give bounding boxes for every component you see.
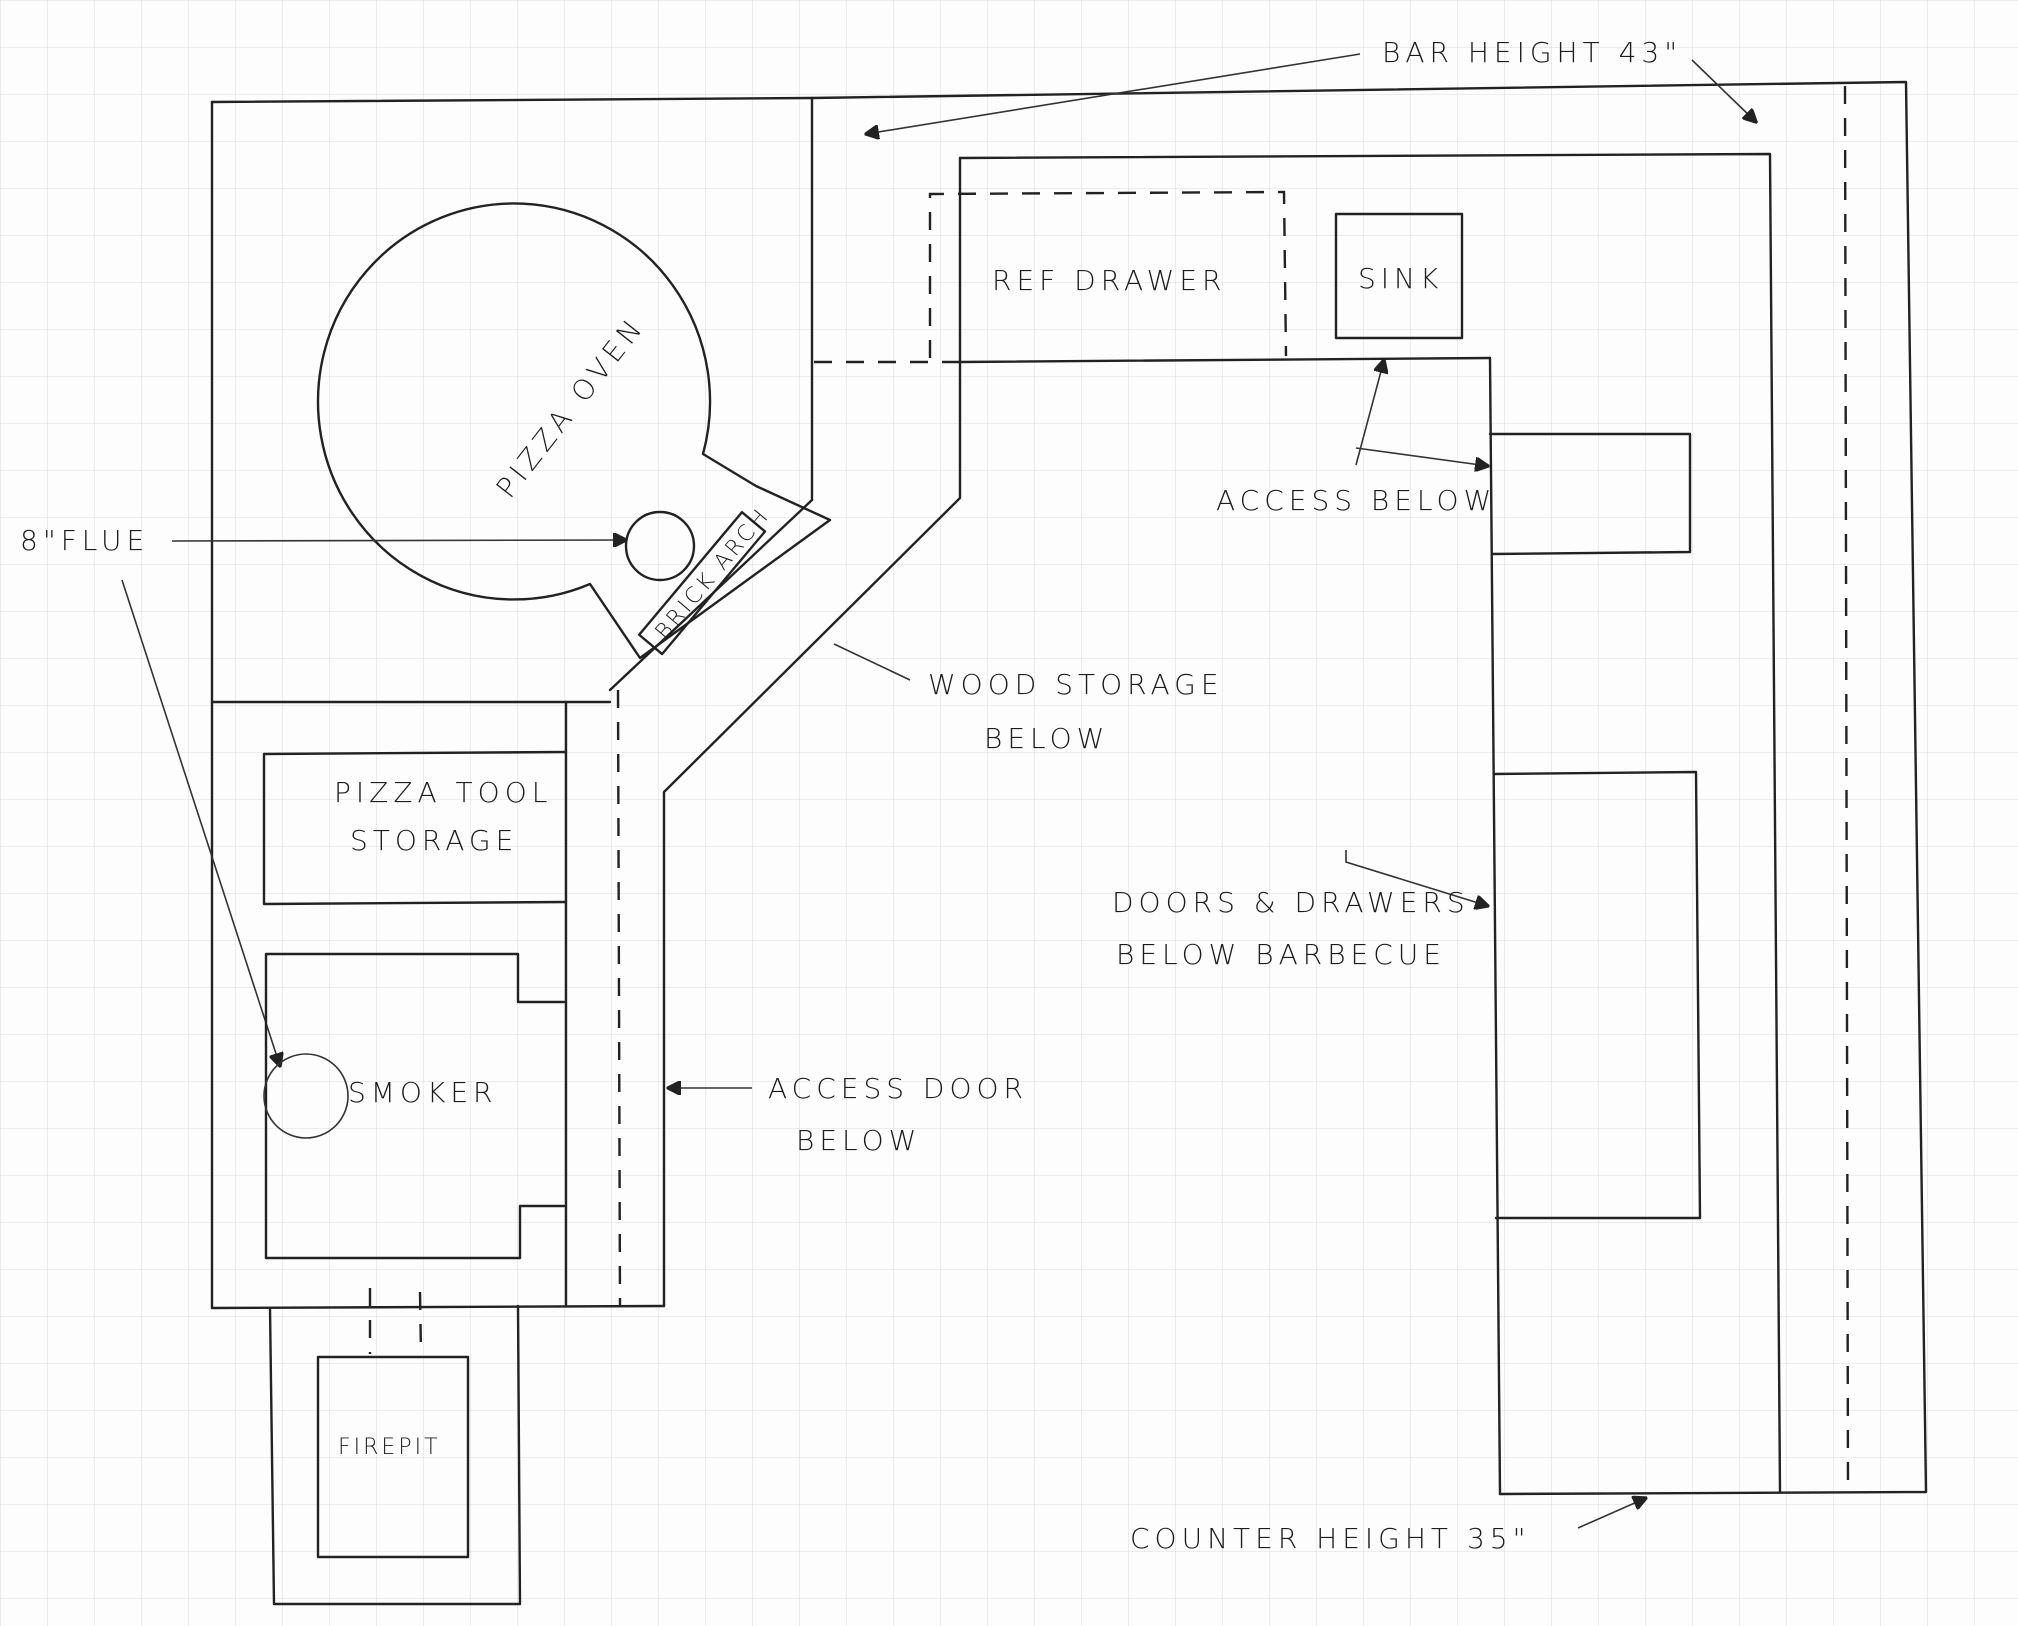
smoker: SMOKER [263, 952, 566, 1260]
barbecue-doors-drawers: DOORS & DRAWERS BELOW BARBECUE [1112, 770, 1702, 1220]
oven-wing-walls [608, 96, 1502, 1496]
brick-arch: BRICK ARCH [637, 503, 775, 656]
sink-label: SINK [1358, 262, 1443, 295]
flue-circle [624, 510, 696, 582]
pizza-oven-label: PIZZA OVEN [490, 310, 652, 504]
firepit: FIREPIT [268, 1288, 522, 1606]
access-below-label: ACCESS BELOW [1216, 484, 1496, 517]
access-door-label-line1: ACCESS DOOR [768, 1072, 1028, 1105]
sink: SINK [1334, 212, 1464, 340]
wood-storage-label-line2: BELOW [984, 722, 1109, 755]
access-door-label-line2: BELOW [796, 1124, 921, 1157]
access-panel: ACCESS BELOW [1216, 360, 1692, 556]
smoker-flue-circle [263, 1053, 349, 1139]
flue-callout: 8"FLUE [20, 524, 626, 1066]
pizza-oven: PIZZA OVEN [316, 202, 832, 660]
pizza-tool-label-line2: STORAGE [350, 824, 518, 857]
flue-label: 8"FLUE [20, 524, 149, 557]
lower-left-wing [210, 689, 666, 1310]
smoker-label: SMOKER [348, 1076, 497, 1109]
ref-drawer-label: REF DRAWER [992, 264, 1227, 297]
counter-height-label: COUNTER HEIGHT 35" [1130, 1522, 1530, 1555]
firepit-label: FIREPIT [338, 1435, 441, 1460]
pizza-tool-storage: PIZZA TOOL STORAGE [262, 750, 568, 906]
bar-counter-outline [210, 80, 1928, 1496]
doors-drawers-label-line2: BELOW BARBECUE [1116, 938, 1446, 971]
wood-storage-callout: WOOD STORAGE BELOW [833, 643, 1224, 755]
pizza-tool-label-line1: PIZZA TOOL [334, 776, 552, 809]
ref-drawer: REF DRAWER [928, 190, 1288, 358]
wood-storage-label-line1: WOOD STORAGE [928, 668, 1224, 701]
bar-height-label: BAR HEIGHT 43" [1382, 36, 1682, 69]
doors-drawers-label-line1: DOORS & DRAWERS [1112, 886, 1470, 919]
counter-height-callout: COUNTER HEIGHT 35" [1130, 1498, 1646, 1555]
access-door-callout: ACCESS DOOR BELOW [668, 1072, 1028, 1157]
bar-height-callout: BAR HEIGHT 43" [866, 36, 1756, 134]
